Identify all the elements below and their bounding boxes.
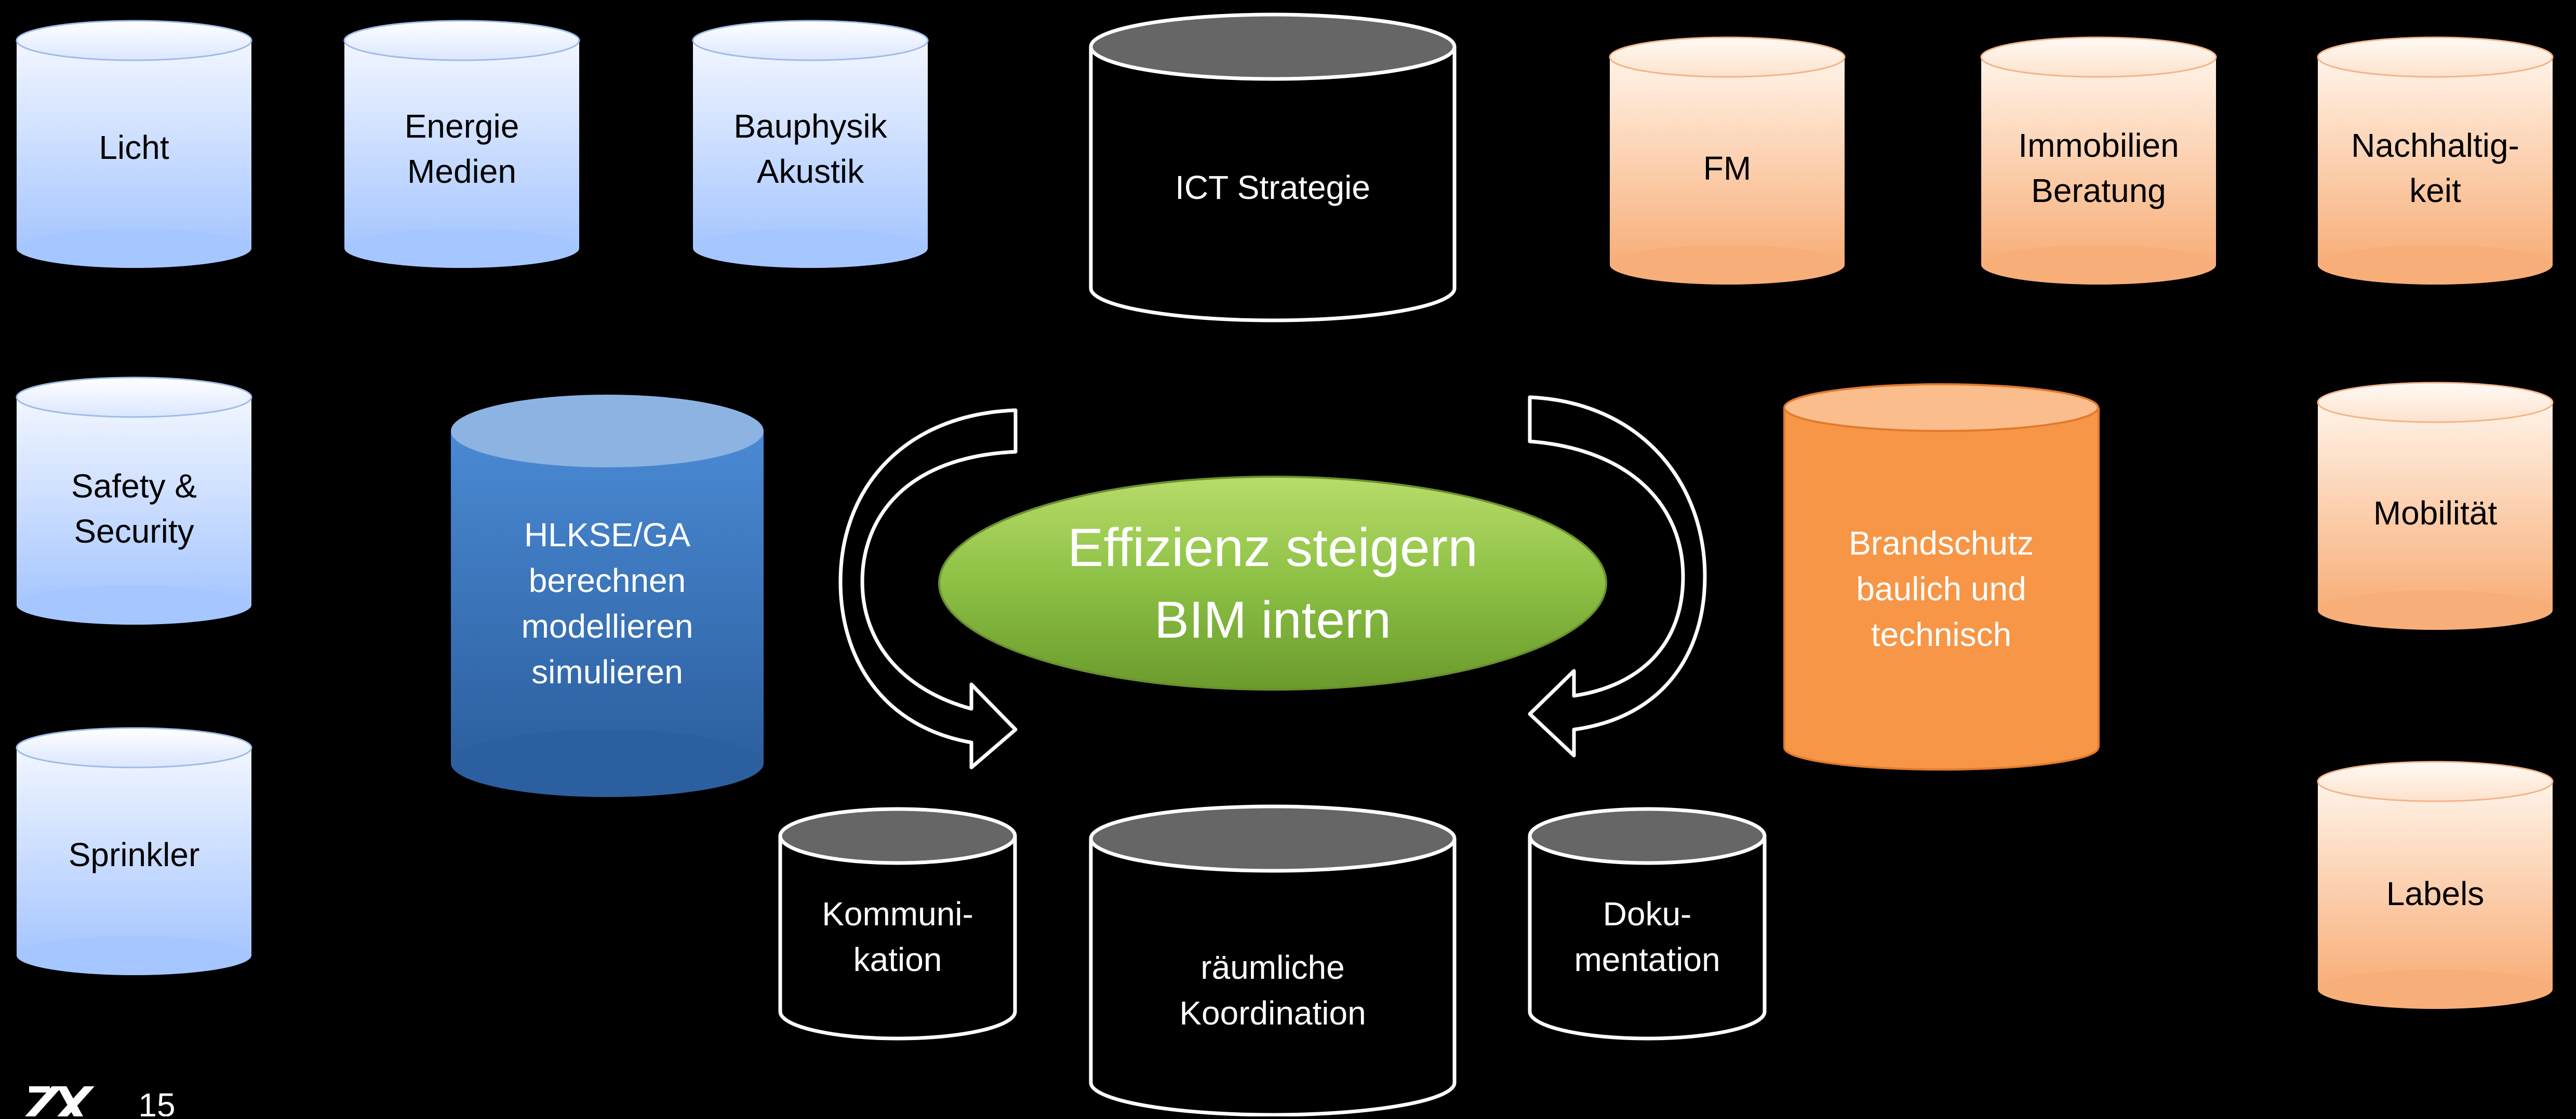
- cylinder-brandschutz: Brandschutz baulich und technisch: [1783, 383, 2100, 771]
- cylinder-energie-label-2: Medien: [407, 153, 516, 190]
- cylinder-kommunikation-label-2: kation: [853, 941, 942, 978]
- cylinder-sprinkler-label: Sprinkler: [69, 836, 200, 873]
- cylinder-hlkse-label-1: HLKSE/GA: [524, 516, 690, 554]
- cylinder-labels: Labels: [2317, 761, 2554, 1009]
- cylinder-licht: Licht: [16, 20, 252, 268]
- cylinder-brandschutz-label-2: baulich und: [1856, 570, 2026, 608]
- center-subtitle: BIM intern: [1154, 591, 1391, 649]
- cylinder-mobilitaet: Mobilität: [2317, 382, 2554, 630]
- cylinder-hlkse-label-3: modellieren: [522, 608, 693, 645]
- cylinder-energie-label-1: Energie: [405, 107, 519, 145]
- cylinder-koordination-label-1: räumliche: [1200, 949, 1344, 986]
- cylinder-hlkse-ga: HLKSE/GA berechnen modellieren simuliere…: [451, 395, 764, 797]
- cylinder-safety-label-1: Safety &: [71, 467, 197, 505]
- cylinder-licht-label: Licht: [99, 129, 169, 166]
- cylinder-immobilien-label-1: Immobilien: [2018, 127, 2179, 164]
- cylinder-dokumentation-label-2: mentation: [1574, 941, 1720, 978]
- company-logo-icon: [25, 1086, 95, 1116]
- cylinder-nachhaltigkeit-label-2: keit: [2409, 172, 2461, 209]
- cylinder-fm: FM: [1609, 36, 1846, 285]
- cylinder-ict-label: ICT Strategie: [1175, 169, 1370, 206]
- center-title: Effizienz steigern: [1067, 518, 1478, 578]
- cylinder-koordination-label-2: Koordination: [1179, 994, 1366, 1032]
- cylinder-immobilien-label-2: Beratung: [2031, 172, 2166, 209]
- cylinder-energie-medien: Energie Medien: [343, 20, 580, 268]
- cylinder-sprinkler: Sprinkler: [16, 727, 252, 975]
- cylinder-labels-label: Labels: [2386, 875, 2485, 912]
- cycle-arrow-right-icon: [1528, 395, 1707, 758]
- cylinder-ict-strategie: ICT Strategie: [1089, 12, 1457, 322]
- cylinder-raeumliche-koordination: räumliche Koordination: [1089, 804, 1457, 1117]
- cylinder-nachhaltigkeit: Nachhaltig- keit: [2317, 36, 2554, 285]
- cylinder-safety-security: Safety & Security: [16, 376, 252, 625]
- cylinder-brandschutz-label-3: technisch: [1871, 616, 2011, 653]
- cylinder-nachhaltigkeit-label-1: Nachhaltig-: [2351, 127, 2519, 164]
- cylinder-bauphysik-label-2: Akustik: [757, 153, 864, 190]
- cycle-arrow-left-icon: [838, 408, 1018, 770]
- cylinder-dokumentation-label-1: Doku-: [1603, 895, 1692, 933]
- cylinder-hlkse-label-4: simulieren: [531, 653, 683, 691]
- cylinder-kommunikation-label-1: Kommuni-: [822, 895, 973, 933]
- cylinder-fm-label: FM: [1703, 150, 1751, 187]
- cylinder-mobilitaet-label: Mobilität: [2373, 494, 2498, 532]
- page-number: 15: [138, 1086, 175, 1116]
- cylinder-safety-label-2: Security: [74, 513, 194, 550]
- center-ellipse: Effizienz steigern BIM intern: [938, 476, 1607, 691]
- cylinder-brandschutz-label-1: Brandschutz: [1849, 524, 2034, 562]
- cylinder-bauphysik-akustik: Bauphysik Akustik: [692, 20, 929, 268]
- cylinder-immobilien-beratung: Immobilien Beratung: [1980, 36, 2217, 285]
- cylinder-dokumentation: Doku- mentation: [1528, 807, 1767, 1041]
- cylinder-hlkse-label-2: berechnen: [529, 562, 686, 599]
- cylinder-kommunikation: Kommuni- kation: [778, 807, 1017, 1041]
- cylinder-bauphysik-label-1: Bauphysik: [733, 107, 887, 145]
